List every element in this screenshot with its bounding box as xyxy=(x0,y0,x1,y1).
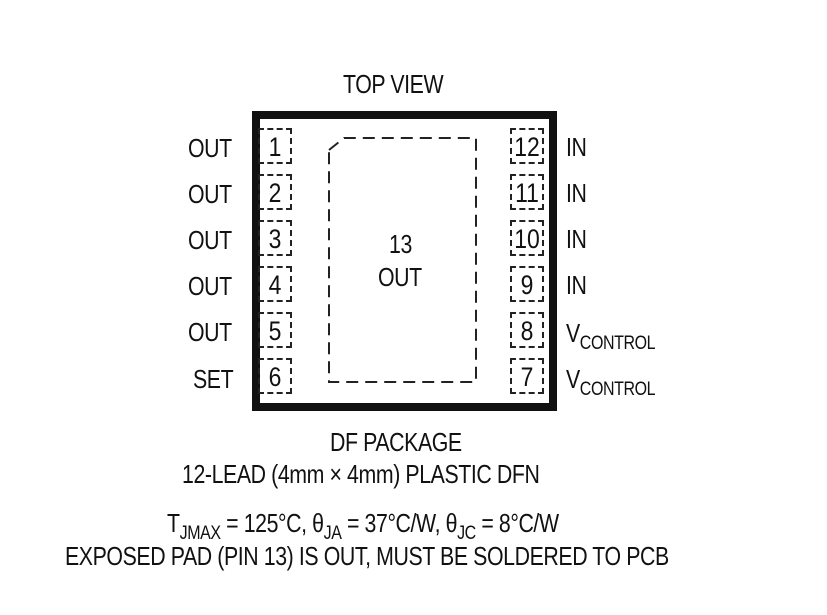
pin-label: IN xyxy=(566,132,587,162)
pin-label-sub: CONTROL xyxy=(579,377,656,400)
pin-label: SET xyxy=(193,364,234,394)
theta-jc-label: θ xyxy=(445,508,458,538)
pin-number: 4 xyxy=(268,270,282,300)
pin-number: 10 xyxy=(514,224,540,254)
pin-label: OUT xyxy=(188,179,232,209)
pin-label: IN xyxy=(566,224,587,254)
pin-8: 8 xyxy=(510,312,544,348)
pin-7: 7 xyxy=(510,358,544,394)
exposed-pad-number: 13 xyxy=(389,229,412,259)
theta-jc-sub: JC xyxy=(457,521,476,544)
pin-number: 3 xyxy=(268,224,282,254)
tjmax-label: T xyxy=(167,508,180,538)
exposed-pad-note: EXPOSED PAD (PIN 13) IS OUT, MUST BE SOL… xyxy=(65,541,669,571)
exposed-pad-name: OUT xyxy=(378,262,422,292)
tjmax-value: = 125°C, xyxy=(220,508,313,538)
pin-number: 5 xyxy=(268,316,282,346)
pin-number: 2 xyxy=(268,178,282,208)
pin-label: OUT xyxy=(188,317,232,347)
pin-1: 1 xyxy=(258,128,292,164)
pin-label: VCONTROL xyxy=(566,364,656,400)
pin-label: VCONTROL xyxy=(566,318,656,354)
diagram-title: TOP VIEW xyxy=(343,69,444,99)
theta-ja-sub: JA xyxy=(323,521,342,544)
pin-number: 9 xyxy=(520,270,534,300)
pin-2: 2 xyxy=(258,174,292,210)
pin-label: IN xyxy=(566,270,587,300)
pin-label-main: V xyxy=(566,318,580,348)
package-description: 12-LEAD (4mm × 4mm) PLASTIC DFN xyxy=(182,459,540,489)
theta-ja-label: θ xyxy=(312,508,324,538)
pin-number: 7 xyxy=(520,362,534,392)
package-name: DF PACKAGE xyxy=(330,427,462,457)
pin-10: 10 xyxy=(510,220,544,256)
pin-12: 12 xyxy=(510,128,544,164)
pin-4: 4 xyxy=(258,266,292,302)
tjmax-sub: JMAX xyxy=(179,521,221,544)
pin-3: 3 xyxy=(258,220,292,256)
theta-jc-value: = 8°C/W xyxy=(475,508,559,538)
pin-label-main: V xyxy=(566,364,580,394)
pin-number: 1 xyxy=(268,132,282,162)
pin-label-sub: CONTROL xyxy=(579,331,656,354)
pin-number: 8 xyxy=(520,316,534,346)
pin-5: 5 xyxy=(258,312,292,348)
pin-label: IN xyxy=(566,178,587,208)
pin-number: 6 xyxy=(268,362,282,392)
pin-6: 6 xyxy=(258,358,292,394)
package-outline xyxy=(252,111,557,411)
pin-label: OUT xyxy=(188,271,232,301)
pin-label: OUT xyxy=(188,133,232,163)
pin-9: 9 xyxy=(510,266,544,302)
pin-number: 12 xyxy=(514,132,540,162)
pin-number: 11 xyxy=(515,178,539,208)
pin-label: OUT xyxy=(188,225,232,255)
pin-11: 11 xyxy=(510,174,544,210)
theta-ja-value: = 37°C/W, xyxy=(341,508,446,538)
thermal-specs: TJMAX = 125°C, θJA = 37°C/W, θJC = 8°C/W xyxy=(167,510,559,543)
